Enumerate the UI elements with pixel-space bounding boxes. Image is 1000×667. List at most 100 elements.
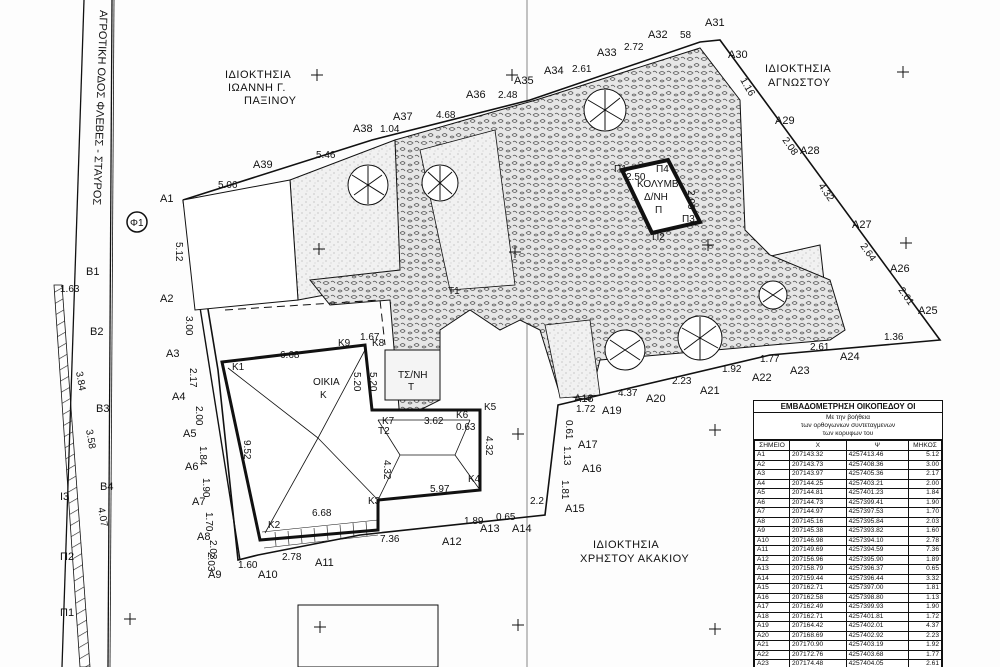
dimension-label: 2.48	[498, 90, 518, 101]
vertex-label: A10	[258, 569, 278, 581]
vertex-label: A26	[890, 263, 910, 275]
coordinates-table: ΕΜΒΑΔΟΜΕΤΡΗΣΗ ΟΙΚΟΠΕΔΟΥ ΟΙ Με την βοήθει…	[753, 400, 943, 667]
prop-nw-1: ΙΔΙΟΚΤΗΣΙΑ	[225, 69, 291, 81]
table-cell: 4257397.53	[845, 507, 910, 518]
vertex-label: K8	[372, 338, 385, 349]
plot-boundary	[182, 39, 942, 561]
table-cell: 207162.58	[789, 592, 847, 603]
dimension-label: 5.20	[351, 372, 362, 392]
table-cell: 207149.69	[789, 545, 847, 556]
table-cell: A16	[754, 592, 790, 603]
table-cell: A4	[754, 478, 790, 489]
table-cell: 1.81	[908, 583, 942, 594]
vertex-label: A31	[705, 17, 725, 29]
table-cell: 1.70	[908, 507, 942, 518]
vertex-label: A33	[597, 47, 617, 59]
table-cell: 207143.97	[789, 469, 847, 480]
table-cell: 4257396.37	[845, 564, 910, 575]
marker-label: Φ1	[130, 218, 144, 229]
table-cell: 4257402.92	[845, 630, 910, 641]
table-cell: 207144.25	[789, 478, 847, 489]
table-cell: 1.90	[908, 602, 942, 613]
phi-marker: Φ1	[126, 211, 148, 233]
vertex-label: A38	[353, 123, 373, 135]
vertex-label: A2	[160, 293, 173, 305]
dimension-label: 1.92	[722, 364, 742, 375]
dimension-label: 2.61	[810, 342, 830, 353]
table-cell: 4257402.01	[845, 621, 910, 632]
prop-s-1: ΙΔΙΟΚΤΗΣΙΑ	[593, 539, 659, 551]
vertex-label: Π2	[652, 232, 665, 243]
road: ΑΓΡΟΤΙΚΗ ΟΔΟΣ ΦΛΕΒΕΣ - ΣΤΑΥΡΟΣ	[53, 0, 115, 667]
vertex-labels: A1 A2 A3 A4 A5 A6 A7 A8 A9 A10 A11 A12 A…	[60, 17, 938, 619]
dimension-label: 4.07	[95, 507, 109, 529]
dimension-label: 5.06	[218, 180, 238, 191]
table-cell: A20	[754, 630, 790, 641]
column-header: ΜΗΚΟΣ	[908, 440, 942, 451]
table-cell: 4.37	[908, 621, 942, 632]
vertex-label: A4	[172, 391, 185, 403]
dimension-label: 4.32	[816, 181, 836, 204]
table-cell: 207145.38	[789, 526, 847, 537]
table-cell: 4257405.36	[845, 469, 910, 480]
table-cell: A3	[754, 469, 790, 480]
vertex-label: A19	[602, 405, 622, 417]
table-cell: 207174.48	[789, 659, 847, 667]
table-cell: 207158.79	[789, 564, 847, 575]
table-cell: 2.78	[908, 535, 942, 546]
dimension-label: 2.72	[624, 42, 644, 53]
table-cell: 2.00	[908, 478, 942, 489]
dimension-label: 3.00	[183, 316, 194, 336]
table-cell: 4257401.23	[845, 488, 910, 499]
table-cell: A7	[754, 507, 790, 518]
dimension-label: 1.63	[60, 284, 80, 295]
vertex-label: K9	[338, 338, 351, 349]
table-cell: 1.77	[908, 649, 942, 660]
vertex-label: A17	[578, 439, 598, 451]
vertex-label: K2	[268, 520, 281, 531]
table-cell: 207145.16	[789, 516, 847, 527]
table-cell: A9	[754, 526, 790, 537]
small-building	[384, 349, 441, 401]
vertex-label: A25	[918, 305, 938, 317]
vertex-label: A11	[315, 557, 334, 569]
dimension-label: 1.70	[203, 512, 214, 532]
vertex-label: K5	[484, 402, 497, 413]
pool-label-1: ΚΟΛΥΜΒ	[637, 179, 679, 190]
vertex-label: A27	[852, 219, 872, 231]
table-cell: A14	[754, 573, 790, 584]
vertex-label: A39	[253, 159, 273, 171]
dimension-label: 58	[680, 30, 692, 41]
table-cell: 207164.42	[789, 621, 847, 632]
dimension-label: 5.12	[173, 242, 184, 262]
dimension-label: 2.61	[572, 64, 592, 75]
table-cell: A1	[754, 450, 790, 461]
vertex-label: B4	[100, 481, 113, 493]
column-header: X	[789, 440, 847, 451]
vertex-label: Τ2	[378, 426, 390, 437]
column-header: ΣΗΜΕΙΟ	[754, 440, 790, 451]
table-cell: 5.12	[908, 450, 942, 461]
table-cell: 2.61	[908, 659, 942, 667]
house-outline	[220, 343, 482, 542]
vertex-label: A13	[480, 523, 500, 535]
dimension-label: 1.04	[380, 124, 400, 135]
vertex-label: A8	[197, 531, 210, 543]
table-cell: A13	[754, 564, 790, 575]
dimension-label: 2.03	[207, 540, 218, 560]
dimension-label: 2.61	[896, 285, 916, 308]
table-cell: 207162.49	[789, 602, 847, 613]
table-cell: 207143.73	[789, 459, 847, 470]
vertex-label: A12	[442, 536, 462, 548]
table-cell: 1.84	[908, 488, 942, 499]
